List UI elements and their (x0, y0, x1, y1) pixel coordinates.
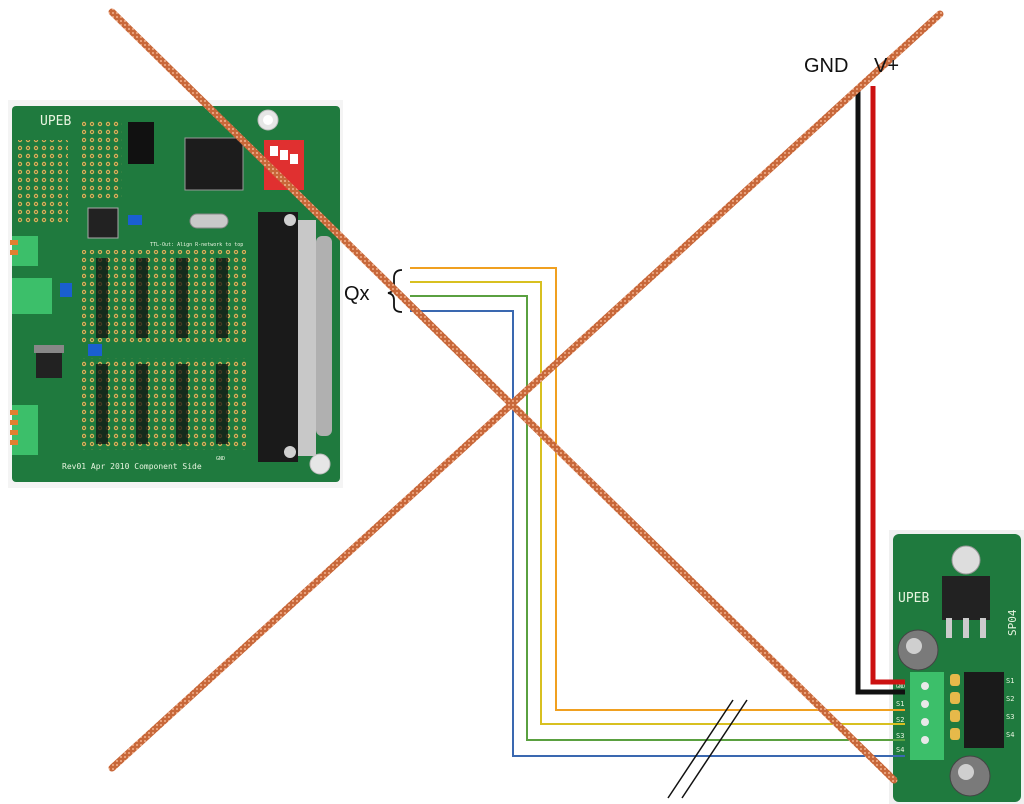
servo-board-model: SP04 (1006, 609, 1019, 636)
qx-brace (387, 269, 403, 313)
signal-wires (410, 267, 905, 799)
wire-break-mark-1 (667, 699, 734, 799)
crossed-out-mark (108, 8, 944, 784)
servo-pin-label-s3: S3 (896, 732, 904, 740)
servo-header-label-s1: S1 (1006, 677, 1014, 685)
servo-header-label-s4: S4 (1006, 731, 1014, 739)
vplus-label: V+ (874, 55, 899, 77)
vplus-wire (870, 86, 905, 685)
microcontroller-chip (184, 137, 244, 191)
main-board-name: UPEB (40, 114, 71, 129)
terminal-block-left-top (10, 236, 38, 266)
main-pcb-board: UPEB TTL-Out: Align R-network to top Rev… (8, 100, 343, 488)
main-board-bottom-text: Rev01 Apr 2010 Component Side (62, 462, 202, 471)
qx-label: Qx (344, 283, 370, 305)
terminal-block-left-bottom (10, 405, 38, 455)
socket-array-top (82, 250, 246, 345)
signal-wire-s1-orange (410, 267, 905, 711)
servo-pin-label-gnd: GND (896, 684, 905, 690)
wire-break-mark-2 (681, 699, 748, 799)
servo-header-label-s2: S2 (1006, 695, 1014, 703)
servo-pin-label-s2: S2 (896, 716, 904, 724)
servo-pin-label-s1: S1 (896, 700, 904, 708)
power-wires (855, 86, 905, 695)
servo-board-sp04: UPEB SP04 GND S1 S2 S3 S4 S1 S2 S3 S4 (889, 530, 1024, 804)
gnd-label: GND (804, 55, 848, 77)
servo-pin-headers (964, 672, 1004, 748)
main-board-gnd-mark: GND (216, 456, 225, 462)
cross-line-2 (108, 10, 944, 772)
gnd-wire (855, 86, 905, 695)
signal-wire-s2-yellow (410, 281, 905, 725)
servo-header-label-s3: S3 (1006, 713, 1014, 721)
servo-board-name: UPEB (898, 591, 929, 606)
servo-pin-label-s4: S4 (896, 746, 904, 754)
cross-line-1 (108, 8, 898, 784)
signal-wire-s3-green (410, 295, 905, 741)
main-board-note: TTL-Out: Align R-network to top (150, 242, 243, 248)
db25-connector (258, 212, 332, 462)
socket-array-bottom (82, 358, 246, 450)
